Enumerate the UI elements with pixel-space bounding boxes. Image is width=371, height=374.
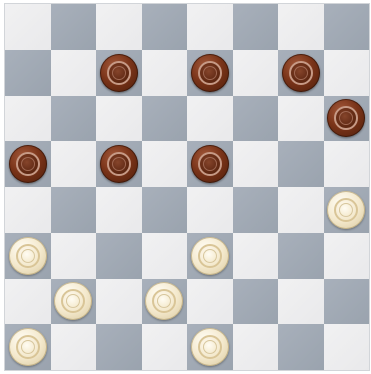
- dark-checker-piece[interactable]: [100, 145, 138, 183]
- board-square-r5-c0[interactable]: [5, 233, 51, 279]
- light-checker-piece[interactable]: [191, 328, 229, 366]
- board-square-r2-c2[interactable]: [96, 96, 142, 142]
- board-square-r0-c7[interactable]: [324, 4, 370, 50]
- board-square-r0-c0[interactable]: [5, 4, 51, 50]
- board-square-r0-c5[interactable]: [233, 4, 279, 50]
- board-square-r0-c6[interactable]: [278, 4, 324, 50]
- board-square-r5-c1[interactable]: [51, 233, 97, 279]
- board-square-r6-c7[interactable]: [324, 279, 370, 325]
- board-square-r3-c5[interactable]: [233, 141, 279, 187]
- board-square-r6-c2[interactable]: [96, 279, 142, 325]
- board-square-r2-c0[interactable]: [5, 96, 51, 142]
- board-square-r0-c3[interactable]: [142, 4, 188, 50]
- board-square-r3-c0[interactable]: [5, 141, 51, 187]
- board-square-r5-c3[interactable]: [142, 233, 188, 279]
- board-square-r1-c4[interactable]: [187, 50, 233, 96]
- board-square-r4-c7[interactable]: [324, 187, 370, 233]
- board-square-r5-c5[interactable]: [233, 233, 279, 279]
- board-square-r6-c3[interactable]: [142, 279, 188, 325]
- board-square-r4-c4[interactable]: [187, 187, 233, 233]
- board-square-r0-c2[interactable]: [96, 4, 142, 50]
- board-square-r3-c2[interactable]: [96, 141, 142, 187]
- board-square-r1-c0[interactable]: [5, 50, 51, 96]
- light-checker-piece[interactable]: [191, 237, 229, 275]
- board-square-r2-c7[interactable]: [324, 96, 370, 142]
- board-square-r6-c4[interactable]: [187, 279, 233, 325]
- board-square-r6-c5[interactable]: [233, 279, 279, 325]
- board-square-r7-c5[interactable]: [233, 324, 279, 370]
- board-square-r2-c3[interactable]: [142, 96, 188, 142]
- board-square-r3-c7[interactable]: [324, 141, 370, 187]
- board-square-r4-c6[interactable]: [278, 187, 324, 233]
- board-square-r3-c6[interactable]: [278, 141, 324, 187]
- light-checker-piece[interactable]: [9, 237, 47, 275]
- board-square-r2-c5[interactable]: [233, 96, 279, 142]
- board-square-r3-c4[interactable]: [187, 141, 233, 187]
- board-square-r4-c5[interactable]: [233, 187, 279, 233]
- light-checker-piece[interactable]: [145, 282, 183, 320]
- board-square-r6-c1[interactable]: [51, 279, 97, 325]
- board-square-r7-c1[interactable]: [51, 324, 97, 370]
- board-square-r7-c6[interactable]: [278, 324, 324, 370]
- board-square-r1-c5[interactable]: [233, 50, 279, 96]
- board-square-r7-c3[interactable]: [142, 324, 188, 370]
- dark-checker-piece[interactable]: [327, 99, 365, 137]
- board-square-r5-c7[interactable]: [324, 233, 370, 279]
- board-square-r1-c6[interactable]: [278, 50, 324, 96]
- dark-checker-piece[interactable]: [9, 145, 47, 183]
- board-square-r2-c6[interactable]: [278, 96, 324, 142]
- board-square-r3-c3[interactable]: [142, 141, 188, 187]
- board-square-r7-c2[interactable]: [96, 324, 142, 370]
- dark-checker-piece[interactable]: [100, 54, 138, 92]
- board-square-r2-c1[interactable]: [51, 96, 97, 142]
- board-square-r1-c1[interactable]: [51, 50, 97, 96]
- board-square-r4-c0[interactable]: [5, 187, 51, 233]
- board-square-r5-c2[interactable]: [96, 233, 142, 279]
- board-square-r6-c6[interactable]: [278, 279, 324, 325]
- checkers-board: [4, 3, 370, 371]
- board-square-r1-c3[interactable]: [142, 50, 188, 96]
- light-checker-piece[interactable]: [327, 191, 365, 229]
- board-square-r1-c2[interactable]: [96, 50, 142, 96]
- board-square-r6-c0[interactable]: [5, 279, 51, 325]
- board-square-r3-c1[interactable]: [51, 141, 97, 187]
- board-square-r0-c4[interactable]: [187, 4, 233, 50]
- board-square-r0-c1[interactable]: [51, 4, 97, 50]
- board-square-r1-c7[interactable]: [324, 50, 370, 96]
- board-square-r2-c4[interactable]: [187, 96, 233, 142]
- board-square-r7-c4[interactable]: [187, 324, 233, 370]
- board-square-r5-c4[interactable]: [187, 233, 233, 279]
- board-square-r4-c2[interactable]: [96, 187, 142, 233]
- light-checker-piece[interactable]: [9, 328, 47, 366]
- board-square-r7-c7[interactable]: [324, 324, 370, 370]
- board-square-r4-c1[interactable]: [51, 187, 97, 233]
- board-square-r5-c6[interactable]: [278, 233, 324, 279]
- light-checker-piece[interactable]: [54, 282, 92, 320]
- dark-checker-piece[interactable]: [191, 54, 229, 92]
- board-square-r4-c3[interactable]: [142, 187, 188, 233]
- board-square-r7-c0[interactable]: [5, 324, 51, 370]
- dark-checker-piece[interactable]: [282, 54, 320, 92]
- dark-checker-piece[interactable]: [191, 145, 229, 183]
